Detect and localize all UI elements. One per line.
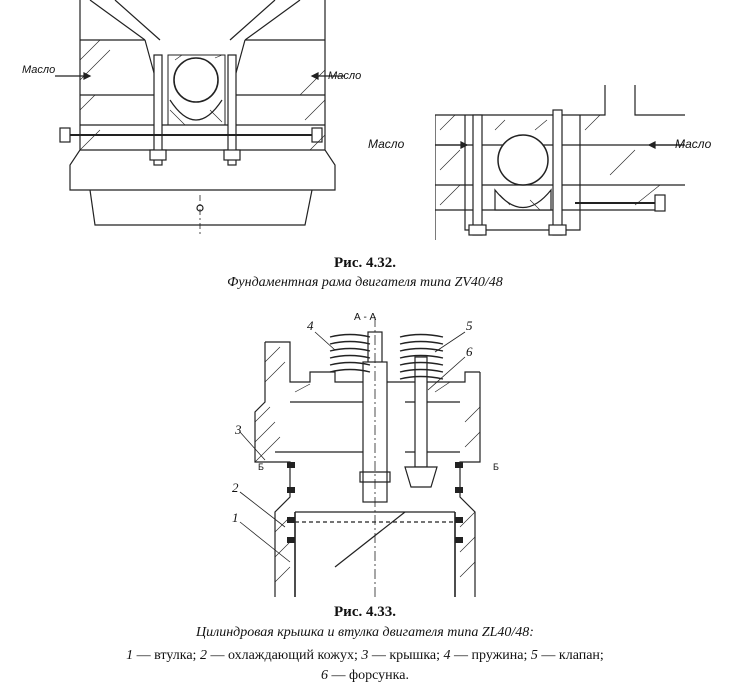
oil-label-right-2: Масло bbox=[675, 137, 712, 151]
oil-label-left-2: Масло bbox=[328, 70, 362, 82]
figure-4-33-legend-line-1: 1 — втулка; 2 — охлаждающий кожух; 3 — к… bbox=[0, 646, 730, 666]
callout-5: 5 bbox=[466, 318, 473, 333]
figure-4-33-legend-line-2: 6 — форсунка. bbox=[0, 666, 730, 686]
legend-item-6: 6 — форсунка. bbox=[321, 668, 409, 683]
figure-4-32-title: Рис. 4.32. bbox=[334, 255, 396, 271]
legend-item-1: 1 — втулка; bbox=[126, 648, 200, 663]
callout-2: 2 bbox=[232, 480, 239, 495]
legend-item-2: 2 — охлаждающий кожух; bbox=[199, 648, 362, 663]
callout-1: 1 bbox=[232, 510, 239, 525]
oil-label-left-1: Масло bbox=[22, 64, 56, 76]
callout-3: 3 bbox=[235, 422, 242, 437]
figure-4-32-left-drawing bbox=[55, 0, 345, 235]
section-marker-right: Б bbox=[493, 462, 499, 472]
figure-4-32-subtitle: Фундаментная рама двигателя типа ZV40/48 bbox=[227, 275, 503, 290]
legend-item-5: 5 — клапан; bbox=[530, 648, 604, 663]
legend-item-3: 3 — крышка; bbox=[361, 648, 444, 663]
figure-4-33-subtitle: Цилиндровая крышка и втулка двигателя ти… bbox=[196, 625, 534, 640]
callout-6: 6 bbox=[466, 344, 473, 359]
figure-4-32-right-drawing bbox=[435, 85, 685, 240]
legend-item-4: 4 — пружина; bbox=[443, 648, 531, 663]
oil-label-right-1: Масло bbox=[368, 137, 405, 151]
figure-4-33-title: Рис. 4.33. bbox=[334, 604, 396, 620]
figure-4-33-drawing bbox=[239, 317, 481, 597]
callout-4: 4 bbox=[307, 318, 314, 333]
section-marker-left: Б bbox=[258, 462, 264, 472]
section-label: А - А bbox=[354, 312, 377, 323]
